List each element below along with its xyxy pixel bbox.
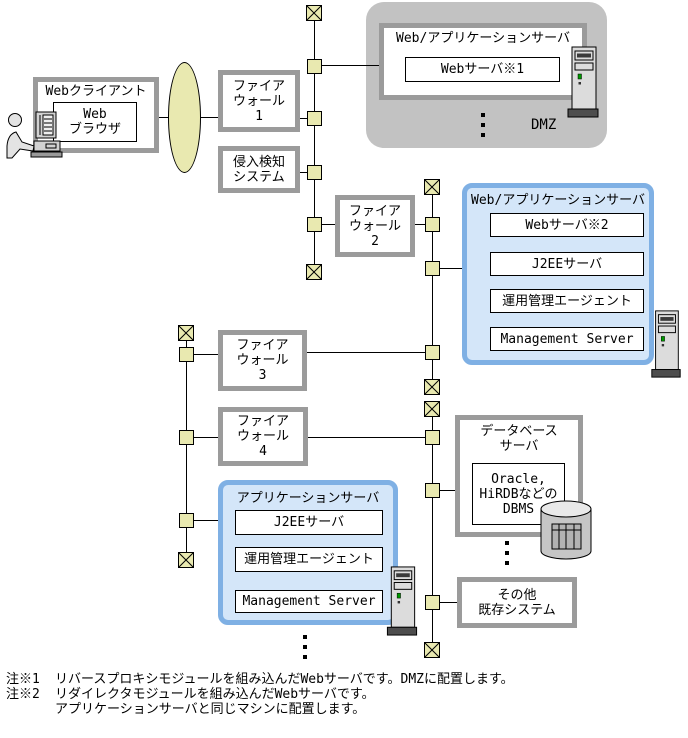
note-ref: 注※1 [6,672,40,687]
management-server-box: Management Server [490,327,644,351]
note-line: アプリケーションサーバと同じマシンに配置します。 [6,702,686,717]
network-port [425,595,440,610]
network-port [425,345,440,360]
management-server-box: Management Server [235,590,383,613]
firewall-1-box: ファイア ウォール 1 [218,70,300,132]
connection-line [432,268,462,269]
web-app-server-title: Web/アプリケーションサーバ [471,193,645,208]
network-port [425,483,440,498]
j2ee-server-box: J2EEサーバ [490,252,644,276]
network-port [179,430,194,445]
database-server-title: データベース サーバ [480,424,558,454]
connection-line [186,333,187,560]
server-tower-icon [385,565,419,641]
server-tower-icon [649,309,683,383]
network-cloud-ellipse [168,62,201,173]
network-port [307,111,322,126]
connection-line [314,224,335,225]
connection-line [186,437,218,438]
server-tower-icon [566,45,600,123]
ellipsis-icon [504,540,510,572]
network-terminator-icon [424,379,440,395]
network-port [179,347,194,362]
network-port [425,261,440,276]
ellipsis-icon [302,634,308,666]
connection-line [432,602,457,603]
user-at-computer-icon [2,110,64,164]
web-server-1-box: Webサーバ※1 [405,57,560,82]
ellipsis-icon [480,112,486,144]
web-server-2-box: Webサーバ※2 [490,213,644,237]
connection-line [314,13,315,272]
network-terminator-icon [178,552,194,568]
j2ee-server-box: J2EEサーバ [235,510,383,535]
connection-line [432,490,455,491]
note-ref [6,702,55,717]
database-cylinder-icon [539,499,593,565]
network-port [179,513,194,528]
note-text: アプリケーションサーバと同じマシンに配置します。 [55,702,366,717]
web-client-box: Webクライアント Web ブラウザ [33,77,159,153]
network-terminator-icon [424,401,440,417]
footnotes: 注※1 リバースプロキシモジュールを組み込んだWebサーバです。DMZに配置しま… [6,672,686,717]
app-server-panel: アプリケーションサーバ J2EEサーバ 運用管理エージェント Managemen… [218,480,398,625]
note-line: 注※2 リダイレクタモジュールを組み込んだWebサーバです。 [6,687,686,702]
dmz-server-title: Web/アプリケーションサーバ [396,31,570,46]
dmz-label: DMZ [531,117,557,133]
network-terminator-icon [424,642,440,658]
connection-line [308,437,432,438]
connection-line [186,520,218,521]
network-port [425,430,440,445]
legacy-system-box: その他 既存システム [457,577,577,628]
connection-line [415,224,432,225]
ids-box: 侵入検知 システム [218,146,300,193]
network-port [307,165,322,180]
network-port [425,217,440,232]
ops-agent-box: 運用管理エージェント [235,547,383,572]
note-line: 注※1 リバースプロキシモジュールを組み込んだWebサーバです。DMZに配置しま… [6,672,686,687]
network-terminator-icon [424,179,440,195]
web-app-server-panel: Web/アプリケーションサーバ Webサーバ※2 J2EEサーバ 運用管理エージ… [462,183,654,365]
note-text: リバースプロキシモジュールを組み込んだWebサーバです。DMZに配置します。 [55,672,514,687]
connection-line [432,187,433,387]
network-port [307,217,322,232]
note-ref: 注※2 [6,687,40,702]
app-server-title: アプリケーションサーバ [236,491,380,506]
network-port [307,59,322,74]
web-client-title: Webクライアント [45,84,147,99]
note-text: リダイレクタモジュールを組み込んだWebサーバです。 [55,687,375,702]
connection-line [307,352,432,353]
firewall-4-box: ファイア ウォール 4 [218,407,308,466]
network-terminator-icon [306,264,322,280]
network-terminator-icon [306,5,322,21]
connection-line [314,65,379,66]
firewall-3-box: ファイア ウォール 3 [218,330,307,391]
network-terminator-icon [178,325,194,341]
firewall-2-box: ファイア ウォール 2 [335,195,415,257]
dmz-server-box: Web/アプリケーションサーバ Webサーバ※1 [379,23,587,100]
connection-line [432,409,433,650]
ops-agent-box: 運用管理エージェント [490,289,644,313]
connection-line [186,354,218,355]
web-browser-box: Web ブラウザ [53,102,137,142]
